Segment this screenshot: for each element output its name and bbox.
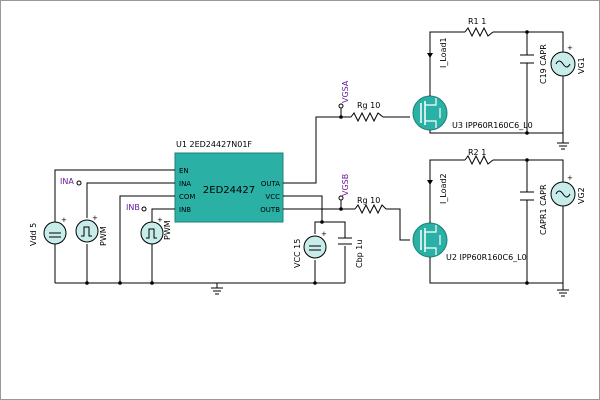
net-label-vgsb: VGSB [341, 174, 350, 196]
vg1-source[interactable] [550, 51, 576, 77]
vcc-label: VCC 15 [293, 239, 302, 268]
net-vgsa-marker [338, 103, 344, 109]
rg-bot-label: Rg 10 [357, 196, 380, 205]
net-label-vgsa: VGSA [341, 80, 350, 103]
vdd-plus: + [61, 216, 67, 224]
ground-symbol-3 [557, 289, 569, 297]
vcc-wiring [283, 195, 346, 283]
pin-vcc-label: VCC [265, 193, 280, 201]
gate-a-wiring [283, 108, 410, 184]
pwm1-source[interactable] [75, 219, 99, 243]
ic-ref-label: U1 2ED24427N01F [176, 140, 252, 149]
pin-en-label: EN [179, 167, 189, 175]
i-load2-label: I_Load2 [439, 173, 448, 204]
pin-inb-label: INB [179, 206, 191, 214]
capr1-label: CAPR1 CAPR [539, 184, 548, 235]
gate-b-wiring [283, 200, 410, 241]
net-label-inb: INB [126, 203, 140, 212]
pin-outa-label: OUTA [261, 180, 280, 188]
mosfet-u2[interactable] [412, 222, 448, 258]
pin-ina-label: INA [179, 180, 191, 188]
pwm2-label: PWM [163, 220, 172, 240]
r2-resistor[interactable] [464, 154, 494, 166]
cbp-label: Cbp 1u [355, 240, 364, 268]
vcc-source[interactable] [303, 235, 327, 259]
ground-symbol-1 [211, 283, 223, 295]
c19-capacitor[interactable] [520, 54, 534, 64]
vg1-plus: + [567, 44, 573, 52]
rg-bot-resistor[interactable] [354, 203, 387, 215]
mosfet-u3-label: U3 IPP60R160C6_L0 [452, 121, 533, 130]
vdd-label: Vdd 5 [29, 223, 38, 246]
ic-part-label: 2ED24427 [203, 185, 255, 196]
vcc-plus: + [321, 230, 327, 238]
net-vgsb-marker [338, 195, 344, 201]
r2-label: R2 1 [468, 148, 486, 157]
capr1-capacitor[interactable] [520, 191, 534, 201]
mosfet-u2-label: U2 IPP60R160C6_L0 [446, 253, 527, 262]
pwm1-label: PWM [99, 226, 108, 246]
net-ina-marker [76, 180, 82, 186]
ground-symbol-2 [557, 142, 569, 150]
input-wiring [54, 169, 345, 285]
cbp-capacitor[interactable] [338, 237, 352, 245]
pin-outb-label: OUTB [260, 206, 280, 214]
vg2-plus: + [567, 174, 573, 182]
r1-label: R1 1 [468, 17, 486, 26]
c19-label: C19 CAPR [539, 44, 548, 84]
vg2-source[interactable] [550, 181, 576, 207]
mosfet-u3[interactable] [412, 95, 448, 131]
driver-ic[interactable]: 2ED24427 EN INA COM INB OUTA VCC OUTB [174, 152, 284, 223]
i-load1-label: I_Load1 [439, 37, 448, 68]
pin-com-label: COM [179, 193, 195, 201]
vg2-label: VG2 [577, 187, 586, 204]
vg1-label: VG1 [577, 57, 586, 74]
net-label-ina: INA [60, 177, 74, 186]
rg-top-label: Rg 10 [357, 101, 380, 110]
pwm2-plus: + [157, 216, 163, 224]
load2-wiring [427, 158, 564, 290]
pwm2-source[interactable] [140, 221, 164, 245]
vdd-source[interactable] [43, 221, 67, 245]
r1-resistor[interactable] [464, 26, 494, 38]
net-inb-marker [141, 206, 147, 212]
rg-top-resistor[interactable] [350, 111, 384, 123]
load1-wiring [427, 30, 564, 143]
pwm1-plus: + [92, 214, 98, 222]
